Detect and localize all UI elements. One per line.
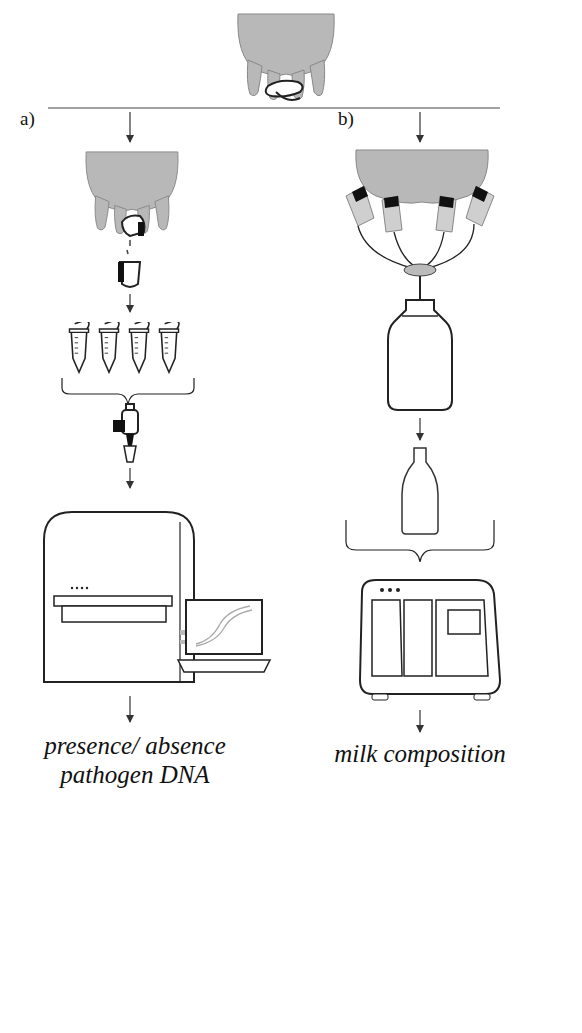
branch-letter: b) xyxy=(338,108,378,130)
branch-letter: a) xyxy=(20,108,60,130)
result-text: presence/ absence pathogen DNA xyxy=(30,732,240,790)
result-text: milk composition xyxy=(290,740,550,769)
